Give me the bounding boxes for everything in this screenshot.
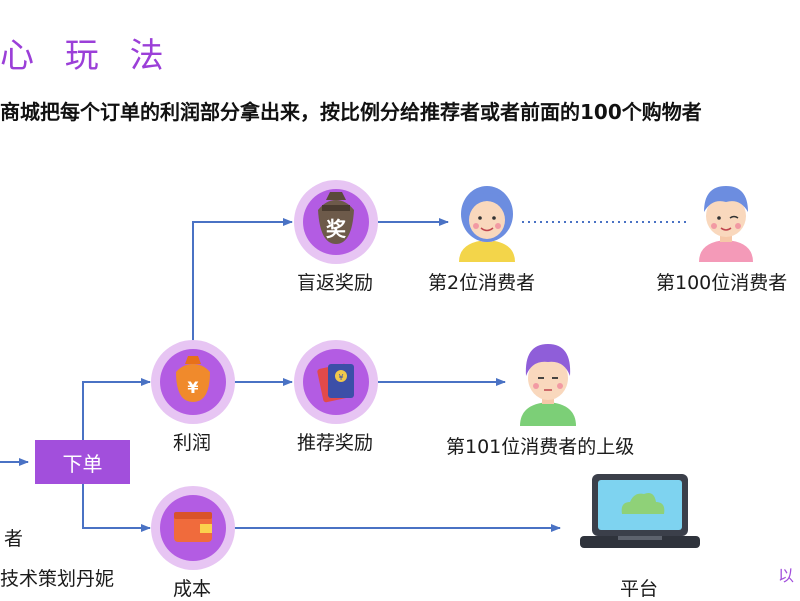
consumer-2-avatar	[459, 186, 515, 262]
page-subtitle: 商城把每个订单的利润部分拿出来，按比例分给推荐者或者前面的100个购物者	[0, 100, 702, 124]
connector-order-to-profit	[82, 378, 151, 440]
consumer-2-label: 第2位消费者	[428, 272, 536, 294]
yen-icon: ¥	[187, 378, 198, 397]
blind-rebate-node: 奖	[294, 180, 378, 264]
profit-label: 利润	[173, 432, 212, 454]
corner-text: 以	[778, 566, 795, 585]
referral-reward-label: 推荐奖励	[297, 432, 374, 454]
connector-profit-to-rebate	[192, 218, 293, 345]
consumer-101-superior-avatar	[520, 344, 576, 426]
blind-rebate-label: 盲返奖励	[297, 272, 374, 294]
order-button: 下单	[35, 440, 130, 484]
envelope-icon: ¥	[338, 373, 343, 382]
consumer-100-avatar	[699, 186, 753, 262]
profit-node: ¥	[151, 340, 235, 424]
referral-reward-node: ¥	[294, 340, 378, 424]
platform-label: 平台	[620, 578, 659, 600]
reward-icon: 奖	[326, 217, 347, 241]
cost-label: 成本	[173, 578, 212, 600]
cost-node	[151, 486, 235, 570]
connector-order-to-cost	[82, 484, 151, 532]
consumer-fragment-label: 者	[4, 528, 24, 550]
wallet-icon	[174, 512, 212, 542]
consumer-101-superior-label: 第101位消费者的上级	[446, 436, 635, 458]
watermark-text: 技术策划丹妮	[0, 568, 115, 590]
page-title: 心 玩 法	[0, 36, 174, 76]
platform-laptop-icon	[580, 474, 700, 548]
consumer-100-label: 第100位消费者	[656, 272, 788, 294]
